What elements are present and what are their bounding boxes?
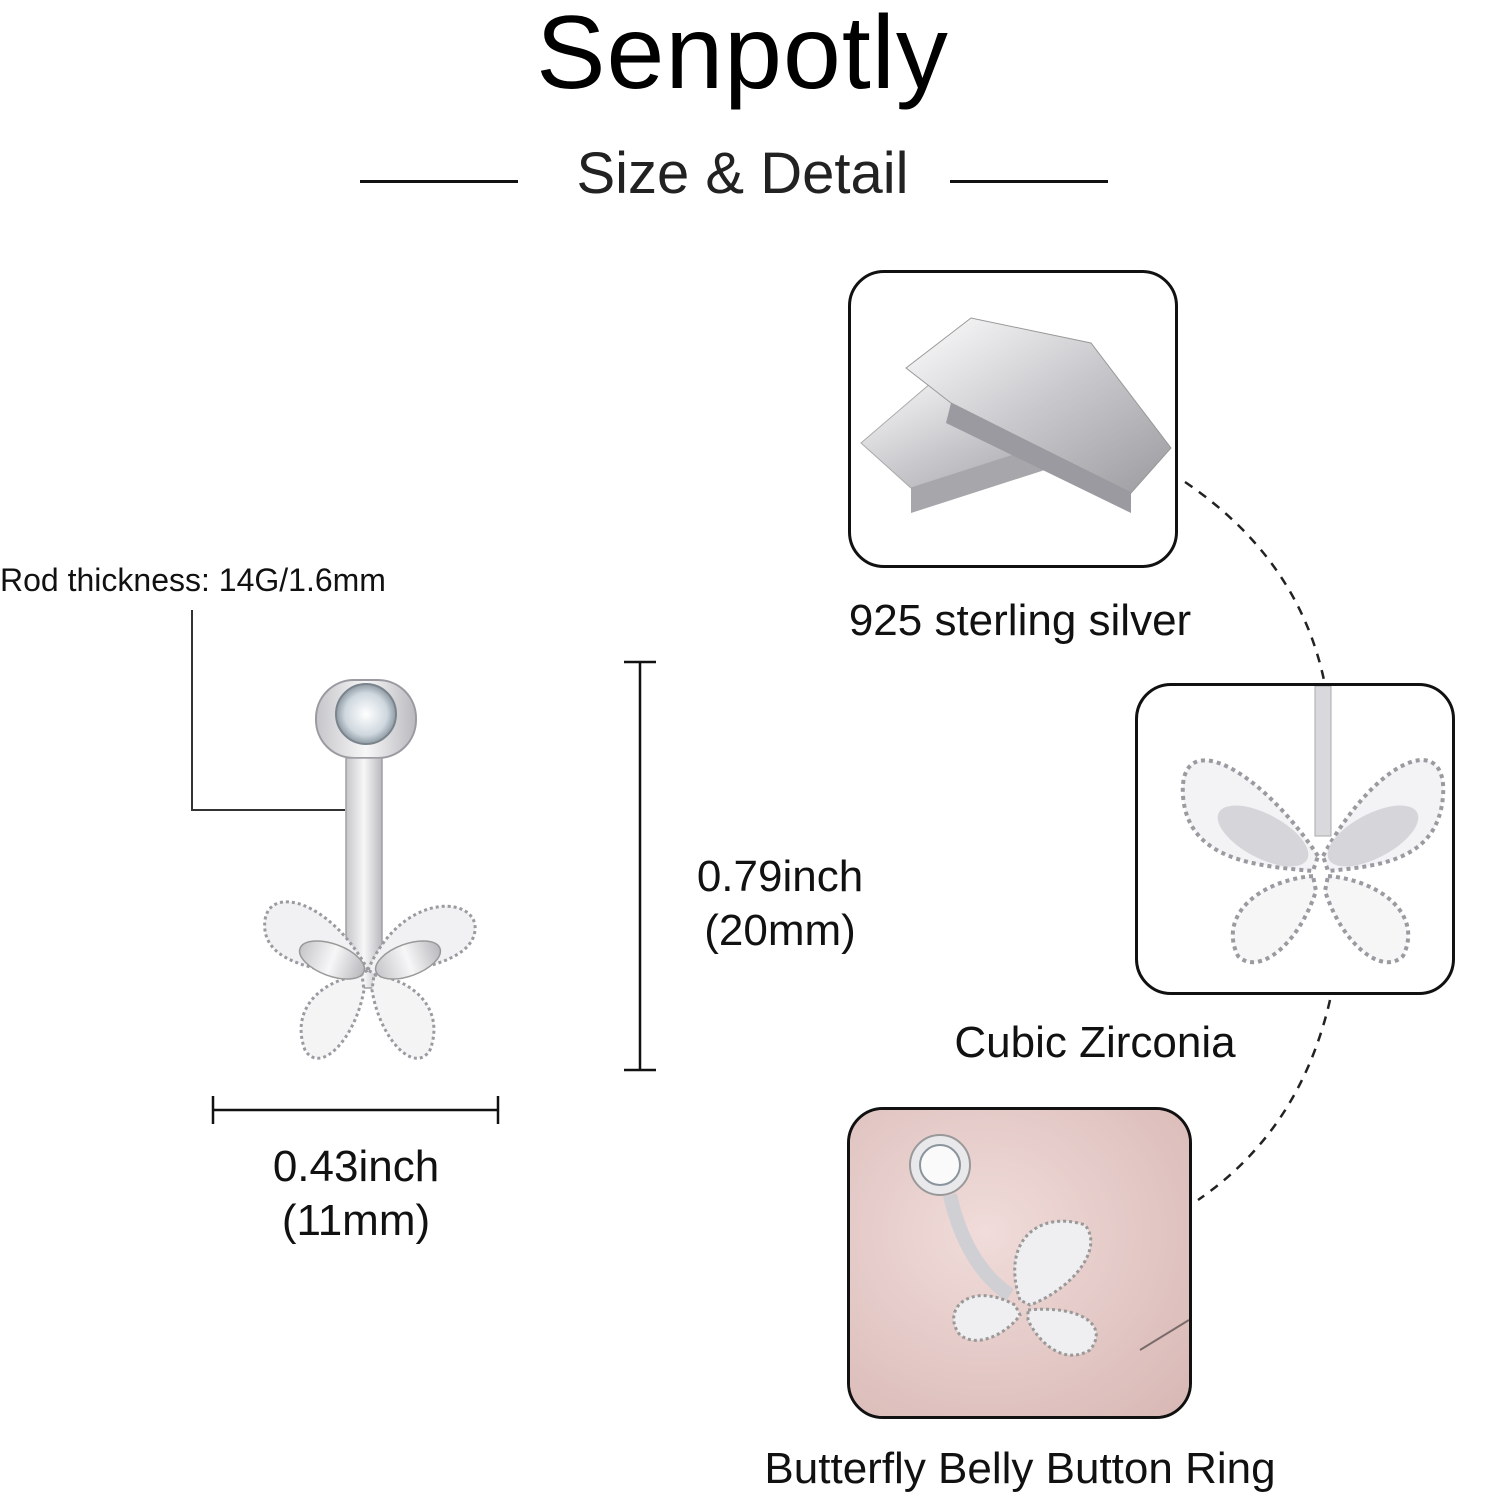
width-mm-label: (11mm) xyxy=(281,1196,431,1245)
product-photo-card xyxy=(847,1107,1192,1419)
lower-left-wing xyxy=(299,973,366,1060)
product-photo-image xyxy=(850,1110,1189,1416)
title-rule-right xyxy=(950,180,1108,183)
feature-label-silver: 925 sterling silver xyxy=(848,596,1192,645)
rod-leader-line xyxy=(191,610,345,811)
dashed-connector-upper xyxy=(1184,480,1327,686)
height-inch-label: 0.79inch xyxy=(696,852,864,901)
silver-bars-image xyxy=(860,317,1172,513)
dashed-connector-lower xyxy=(1197,999,1332,1202)
lower-right-wing xyxy=(370,973,436,1060)
cubic-zirconia-card xyxy=(1135,683,1455,995)
belly-ring-illustration xyxy=(263,679,477,1060)
feature-label-product: Butterfly Belly Button Ring xyxy=(764,1444,1276,1493)
rod-thickness-label: Rod thickness: 14G/1.6mm xyxy=(0,562,386,598)
section-title: Size & Detail xyxy=(576,141,909,206)
title-rule-left xyxy=(360,180,518,183)
width-inch-label: 0.43inch xyxy=(272,1142,440,1191)
gem-icon xyxy=(335,683,397,745)
silver-bars-card xyxy=(848,270,1178,568)
butterfly-closeup-image xyxy=(1180,686,1446,965)
feature-label-zirconia: Cubic Zirconia xyxy=(954,1018,1236,1067)
height-mm-label: (20mm) xyxy=(704,906,856,955)
brand-title: Senpotly xyxy=(536,0,949,111)
